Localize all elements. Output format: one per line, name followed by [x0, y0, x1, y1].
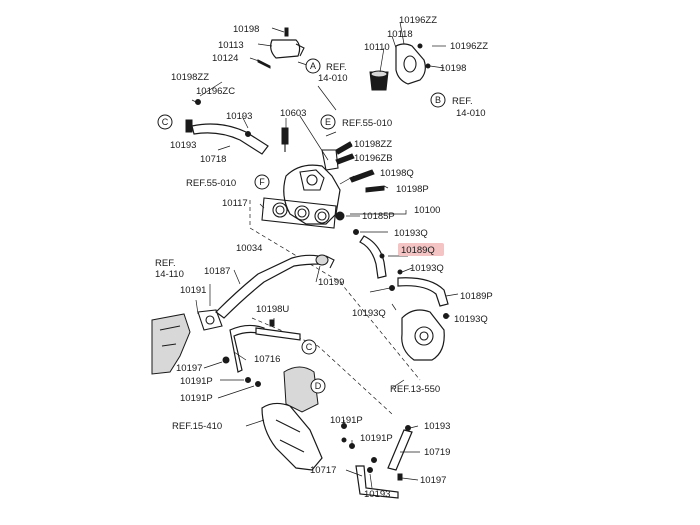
label-10185p: 10185P — [362, 211, 395, 222]
hose-10718 — [185, 99, 269, 155]
callout-d: D — [310, 378, 326, 394]
label-10193-lower-right: 10193 — [424, 421, 450, 432]
ref-15-410: REF.15-410 — [172, 421, 222, 432]
callout-a: A — [305, 58, 321, 74]
callout-c-upper: C — [157, 114, 173, 130]
flange-10191 — [197, 309, 223, 331]
label-10196zc: 10196ZC — [196, 86, 235, 97]
pipe-10716 — [222, 319, 301, 387]
label-10189p: 10189P — [460, 291, 493, 302]
gasket-10117 — [261, 197, 337, 229]
hose-10189q — [359, 235, 403, 279]
label-10603: 10603 — [280, 108, 306, 119]
callout-b-letter: B — [435, 95, 441, 105]
label-10191p-right-2: 10191P — [360, 433, 393, 444]
label-10110: 10110 — [364, 42, 390, 53]
label-10198u: 10198U — [256, 304, 289, 315]
label-10191: 10191 — [180, 285, 206, 296]
callout-b: B — [430, 92, 446, 108]
highlight-10189q — [398, 243, 444, 256]
pipe-10719 — [387, 425, 413, 471]
label-10193-upper-left: 10193 — [170, 140, 196, 151]
label-10198p: 10198P — [396, 184, 429, 195]
small-fasteners — [341, 423, 377, 463]
label-10196zz-right: 10196ZZ — [450, 41, 488, 52]
leader-lines — [191, 21, 459, 489]
callout-a-letter: A — [310, 61, 316, 71]
ref-14-110-line2: 14-110 — [155, 269, 184, 280]
callout-d-letter: D — [315, 381, 322, 391]
label-10191p-left-2: 10191P — [180, 393, 213, 404]
label-10193q-2: 10193Q — [410, 263, 444, 274]
label-10197-left: 10197 — [176, 363, 202, 374]
label-10198zz-mid: 10198ZZ — [354, 139, 392, 150]
label-10113: 10113 — [218, 40, 244, 51]
ref-14-010-b-line2: 14-010 — [456, 108, 486, 119]
water-pump-ref-13-550 — [401, 309, 445, 361]
label-10034: 10034 — [236, 243, 262, 254]
part-labels: 10198 10113 10124 10198ZZ 10196ZC 10193 … — [170, 15, 493, 500]
ref-55-010-upper: REF.55-010 — [342, 118, 392, 129]
callout-c-lower: C — [301, 339, 317, 355]
label-10198-top: 10198 — [233, 24, 259, 35]
label-10196zb: 10196ZB — [354, 153, 393, 164]
ref-14-010-a-line1: REF. — [326, 62, 347, 73]
label-10193-bottom: 10193 — [364, 489, 390, 500]
label-10199: 10199 — [318, 277, 344, 288]
callout-e-letter: E — [325, 117, 331, 127]
label-10719: 10719 — [424, 447, 450, 458]
label-10124: 10124 — [212, 53, 238, 64]
ref-14-010-a-line2: 14-010 — [318, 73, 348, 84]
label-10193q-1: 10193Q — [394, 228, 428, 239]
label-10193q-3: 10193Q — [352, 308, 386, 319]
label-10193-upper-right: 10193 — [226, 111, 252, 122]
label-10191p-left-1: 10191P — [180, 376, 213, 387]
callout-e: E — [320, 114, 336, 130]
callout-f-letter: F — [259, 177, 265, 187]
callout-c-upper-letter: C — [162, 117, 169, 127]
callout-c-lower-letter: C — [306, 342, 313, 352]
sensor-10603 — [281, 127, 289, 152]
callout-f: F — [254, 174, 270, 190]
label-10189q-highlighted: 10189Q — [401, 245, 435, 256]
reference-notes: REF. 14-010 REF. 14-010 REF.55-010 REF.5… — [155, 62, 486, 432]
label-10716: 10716 — [254, 354, 280, 365]
label-10193q-4: 10193Q — [454, 314, 488, 325]
label-10198q: 10198Q — [380, 168, 414, 179]
ref-14-010-b-line1: REF. — [452, 96, 473, 107]
thermostat-housing-top — [257, 27, 305, 69]
label-10717: 10717 — [310, 465, 336, 476]
pipe-10034 — [215, 254, 335, 319]
label-10117: 10117 — [222, 198, 248, 209]
lower-housing-ref-15-410 — [261, 366, 323, 471]
label-10191p-right-1: 10191P — [330, 415, 363, 426]
housing-bolts — [335, 141, 385, 235]
label-10187: 10187 — [204, 266, 230, 277]
label-10718: 10718 — [200, 154, 226, 165]
label-10118: 10118 — [387, 29, 413, 40]
label-10197-bottom: 10197 — [420, 475, 446, 486]
label-10198-right: 10198 — [440, 63, 466, 74]
ref-14-110-line1: REF. — [155, 258, 176, 269]
water-housing-10100 — [283, 149, 341, 225]
label-10196zz-top: 10196ZZ — [399, 15, 437, 26]
label-10100: 10100 — [414, 205, 440, 216]
ref-55-010-lower: REF.55-010 — [186, 178, 236, 189]
ref-13-550: REF.13-550 — [390, 384, 440, 395]
pipe-10717 — [355, 465, 403, 499]
diagram-artwork — [151, 21, 459, 499]
label-10198zz-left: 10198ZZ — [171, 72, 209, 83]
water-outlet-fitting — [369, 43, 431, 91]
engine-block-ref-14-110 — [151, 313, 191, 375]
